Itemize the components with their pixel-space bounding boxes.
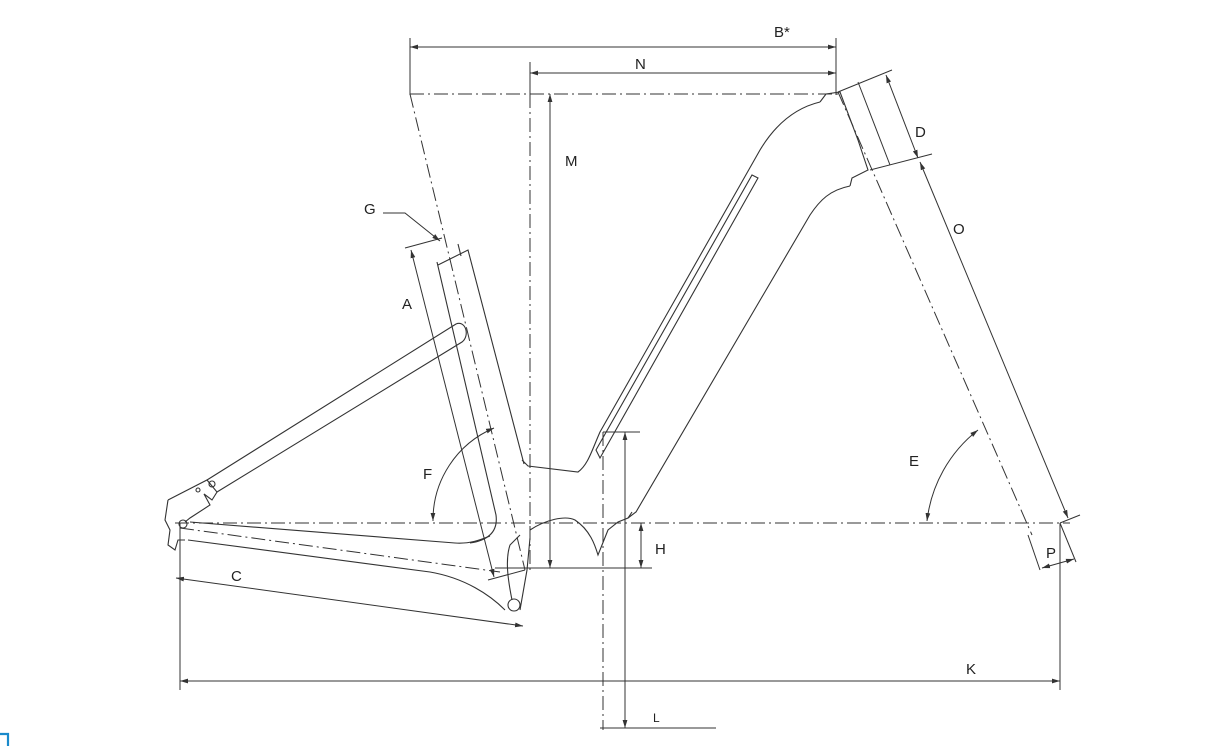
label-c: C: [231, 568, 242, 585]
label-p: P: [1046, 545, 1056, 562]
corner-mark: [0, 732, 10, 746]
label-e: E: [909, 453, 919, 470]
label-k: K: [966, 661, 976, 678]
axis-lines: [175, 91, 1070, 730]
dimension-lines: [175, 38, 1081, 729]
label-g: G: [364, 201, 376, 218]
label-d: D: [915, 124, 926, 141]
label-b: B*: [774, 24, 790, 41]
label-l: L: [653, 711, 660, 725]
label-a: A: [402, 296, 412, 313]
label-n: N: [635, 56, 646, 73]
label-h: H: [655, 541, 666, 558]
label-o: O: [953, 221, 965, 238]
label-m: M: [565, 153, 578, 170]
label-f: F: [423, 466, 432, 483]
